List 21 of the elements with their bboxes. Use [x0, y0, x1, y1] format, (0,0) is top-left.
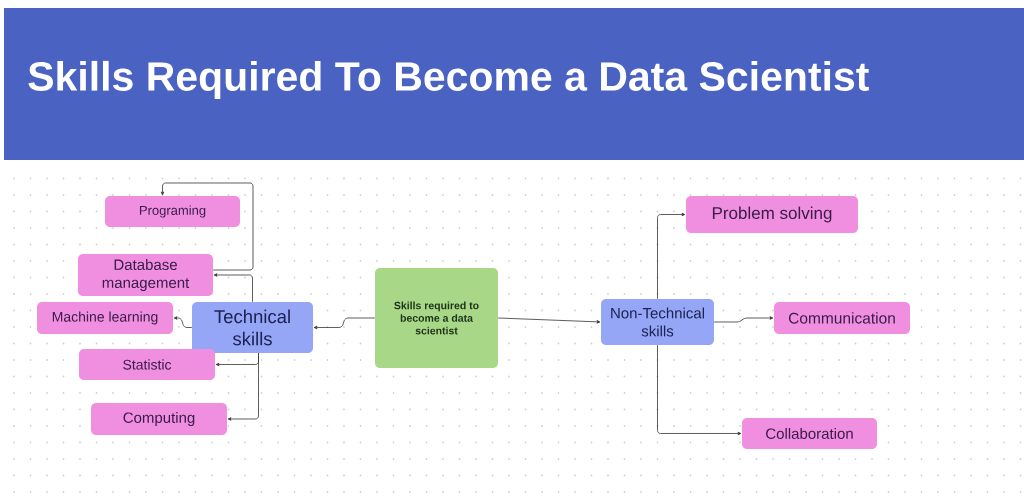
- arrow: [173, 316, 193, 328]
- title-banner: Skills Required To Become a Data Scientist: [4, 8, 1024, 160]
- arrow: [713, 316, 774, 323]
- skill-box: Computing: [91, 403, 227, 435]
- arrow: [227, 352, 259, 421]
- arrow: [657, 212, 686, 300]
- skill-box: Machine learning: [37, 302, 173, 334]
- skill-box: Programing: [105, 196, 240, 227]
- category-box: Non-Technical skills: [601, 299, 714, 345]
- arrow: [657, 344, 742, 436]
- arrow: [497, 317, 601, 324]
- skill-box: Statistic: [79, 349, 215, 380]
- arrow: [213, 273, 253, 303]
- skill-box: Communication: [774, 302, 910, 334]
- arrow: [313, 317, 376, 330]
- arrow: [160, 182, 254, 271]
- skill-box: Collaboration: [742, 418, 877, 449]
- skill-box: Database management: [78, 254, 213, 296]
- topic-box: Skills required to become a data scientist: [375, 268, 498, 368]
- skill-box: Problem solving: [686, 196, 858, 233]
- category-box: Technical skills: [192, 302, 313, 353]
